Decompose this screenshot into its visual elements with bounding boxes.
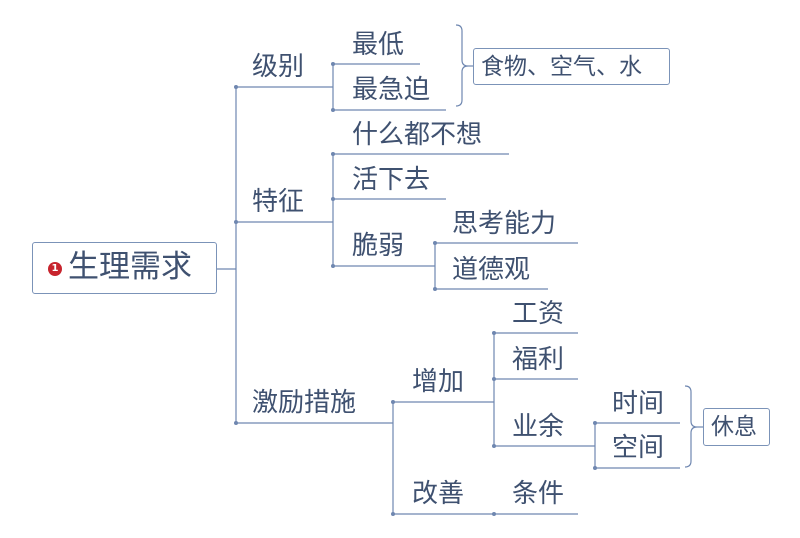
topic-survive[interactable]: 活下去 [352, 165, 431, 195]
topic-thinking-ability[interactable]: 思考能力 [452, 209, 557, 239]
root-topic[interactable] [32, 242, 217, 294]
summary-food-air-water[interactable] [473, 48, 670, 85]
topic-time[interactable]: 时间 [612, 389, 665, 419]
topic-incentives[interactable]: 激励措施 [252, 388, 357, 418]
brace-level [455, 24, 469, 107]
topic-conditions[interactable]: 条件 [512, 479, 565, 509]
brace-spare [684, 385, 698, 468]
summary-rest[interactable] [703, 408, 770, 446]
root-topic-label: 生理需求 [68, 249, 192, 285]
topic-space[interactable]: 空间 [612, 433, 665, 463]
summary-rest-label: 休息 [711, 414, 757, 440]
topic-welfare[interactable]: 福利 [512, 345, 565, 375]
topic-think-nothing[interactable]: 什么都不想 [352, 120, 483, 150]
topic-spare-time[interactable]: 业余 [512, 412, 565, 442]
topic-salary[interactable]: 工资 [512, 299, 565, 329]
summary-food-air-water-label: 食物、空气、水 [481, 54, 642, 80]
topic-lowest[interactable]: 最低 [352, 30, 405, 60]
topic-level[interactable]: 级别 [252, 52, 305, 82]
topic-fragile[interactable]: 脆弱 [352, 231, 405, 261]
topic-increase[interactable]: 增加 [412, 367, 465, 397]
topic-most-urgent[interactable]: 最急迫 [352, 75, 431, 105]
topic-traits[interactable]: 特征 [252, 187, 305, 217]
topic-morality[interactable]: 道德观 [452, 255, 531, 285]
priority-1-icon: 1 [48, 262, 62, 276]
topic-improve[interactable]: 改善 [412, 479, 465, 509]
